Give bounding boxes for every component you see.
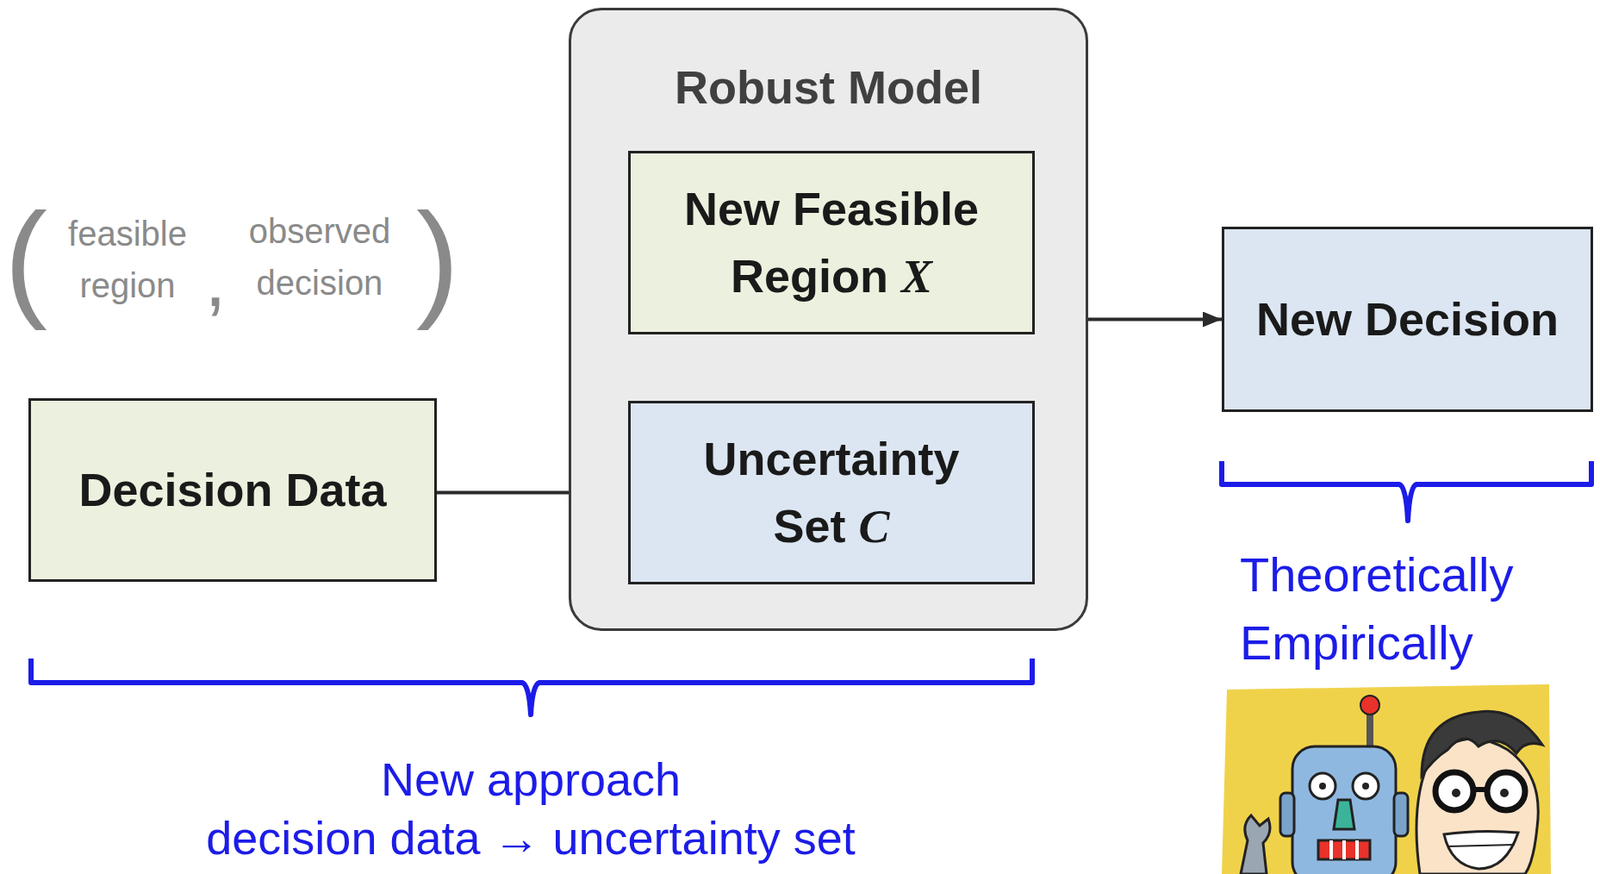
robot-antenna: [1366, 711, 1374, 750]
annotation-text: Theoretically: [1239, 547, 1513, 603]
math-symbol: X: [901, 250, 933, 303]
box-label: Decision Data: [78, 455, 386, 523]
robot-pupil: [1319, 782, 1327, 790]
bracket-paren: ): [416, 184, 460, 334]
decision-box: New Decision: [1221, 226, 1594, 412]
robot-ear: [1394, 792, 1408, 836]
person-teeth-line: [1447, 844, 1515, 847]
bracket-paren: (: [4, 184, 48, 334]
note-text: observed decision: [224, 205, 415, 309]
annotation-text: decision data → uncertainty set: [205, 810, 855, 865]
annotation-text: New approach: [380, 752, 681, 806]
robot-eye: [1309, 772, 1336, 799]
robot-pupil: [1362, 782, 1370, 790]
box-label: New Feasible Region X: [661, 174, 1002, 312]
note-text: feasible region: [41, 207, 214, 312]
math-symbol: C: [859, 500, 891, 553]
person-eye: [1500, 788, 1509, 797]
robot-eye: [1352, 772, 1379, 799]
robot-mouth: [1318, 840, 1370, 860]
box-label: Uncertainty Set C: [661, 424, 1002, 561]
arrow-connector: [1088, 317, 1222, 322]
feasible-region-box: New Feasible Region X: [628, 150, 1035, 335]
robot-claw: [1240, 815, 1271, 874]
robot-tooth: [1342, 840, 1346, 860]
robot-head: [1292, 746, 1396, 874]
bracket: [31, 658, 1033, 715]
cartoon-illustration: [1221, 684, 1551, 874]
robot-nose: [1333, 799, 1355, 829]
data-box: Decision Data: [28, 398, 437, 582]
bracket: [1221, 460, 1592, 521]
annotation-text: Empirically: [1239, 615, 1474, 671]
box-label: New Decision: [1256, 285, 1559, 353]
person-grin: [1444, 830, 1519, 869]
robot-tooth: [1355, 840, 1359, 860]
glasses-bridge: [1473, 786, 1488, 792]
glasses-lens: [1435, 771, 1474, 810]
glasses-lens: [1487, 771, 1526, 810]
model-container: Robust ModelNew Feasible Region X Uncerta…: [568, 7, 1089, 631]
person-eye: [1451, 788, 1461, 797]
robot-tooth: [1329, 840, 1333, 860]
container-heading: Robust Model: [571, 53, 1086, 121]
robot-ear: [1280, 792, 1295, 836]
person-hair: [1421, 710, 1543, 776]
robot-antenna-ball: [1360, 695, 1380, 715]
uncertainty-set-box: Uncertainty Set C: [628, 400, 1035, 585]
note-comma: ,: [204, 235, 226, 325]
